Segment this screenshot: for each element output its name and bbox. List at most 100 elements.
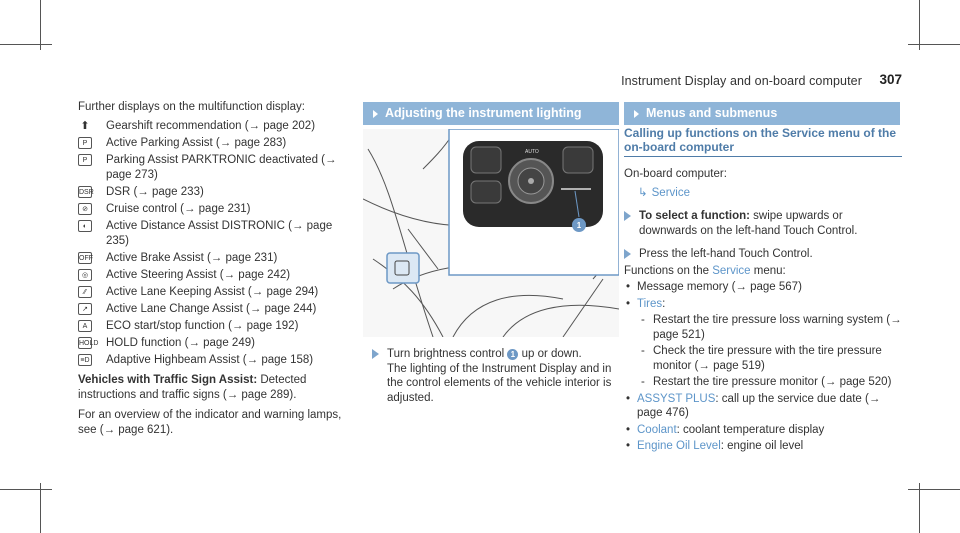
indicator-text: Active Distance Assist DISTRONIC (→ page…: [106, 220, 333, 247]
highbeam-assist-icon: ≡D: [78, 354, 92, 366]
functions-service-link: Service: [712, 264, 751, 277]
heading-marker-icon: [373, 110, 378, 118]
section-heading-menus: Menus and submenus: [624, 102, 900, 125]
indicator-text: Cruise control (→ page 231): [106, 203, 251, 215]
list-item: Tires: Restart the tire pressure loss wa…: [624, 297, 902, 390]
functions-after: menu:: [750, 264, 786, 277]
step1-text: swipe upwards or downwards on the left-h…: [639, 210, 858, 237]
onboard-computer-label: On-board computer:: [624, 168, 727, 180]
indicator-row: P Active Parking Assist (→ page 283): [78, 136, 346, 151]
crop-mark: [0, 489, 52, 490]
coolant-text: : coolant temperature display: [676, 423, 825, 436]
intro-text: Further displays on the multifunction di…: [78, 101, 305, 113]
step-text-before: Turn brightness control: [387, 348, 508, 360]
service-path-link: Service: [651, 186, 690, 199]
running-header: Instrument Display and on-board computer…: [608, 72, 902, 94]
parktronic-off-icon: P: [78, 154, 92, 166]
indicator-row: ◐ Active Distance Assist DISTRONIC (→ pag…: [78, 219, 346, 249]
step-select-function: To select a function: swipe upwards or d…: [624, 209, 902, 238]
crop-mark: [908, 44, 960, 45]
lane-change-icon: ↗: [78, 303, 92, 315]
brake-assist-icon: OFF: [78, 252, 93, 264]
column-left: Further displays on the multifunction di…: [78, 100, 346, 438]
list-item: Engine Oil Level: engine oil level: [624, 439, 902, 454]
cruise-control-icon: ⊘: [78, 203, 92, 215]
oil-level-link: Engine Oil Level: [637, 440, 721, 452]
callout-badge-icon: 1: [507, 349, 519, 360]
section-heading-lighting: Adjusting the instrument lighting: [363, 102, 619, 125]
indicator-row: HOLD HOLD function (→ page 249): [78, 336, 346, 351]
indicator-text: Active Lane Change Assist (→ page 244): [106, 303, 317, 315]
indicator-text: Adaptive Highbeam Assist (→ page 158): [106, 354, 314, 366]
step-arrow-icon: [624, 249, 631, 259]
oil-level-text: : engine oil level: [720, 440, 804, 452]
indicator-text: ECO start/stop function (→ page 192): [106, 320, 299, 332]
lighting-figure: AUTO 1: [363, 129, 619, 337]
step-arrow-icon: [372, 349, 379, 359]
crop-mark: [0, 44, 52, 45]
functions-before: Functions on the: [624, 264, 713, 277]
indicator-row: P Parking Assist PARKTRONIC deactivated (…: [78, 153, 346, 183]
indicator-text: Active Lane Keeping Assist (→ page 294): [106, 286, 319, 298]
section-heading-menus-text: Menus and submenus: [646, 106, 778, 120]
crop-mark: [40, 483, 41, 533]
tires-link: Tires: [637, 297, 663, 310]
figure-callout-number: 1: [577, 221, 582, 230]
indicator-text: DSR (→ page 233): [106, 186, 204, 198]
service-function-list: Message memory (→ page 567) Tires: Resta…: [624, 280, 902, 454]
indicator-text: Gearshift recommendation (→ page 202): [106, 120, 316, 132]
steering-assist-icon: ◎: [78, 269, 92, 281]
traffic-sign-text: Detected instructions and traffic signs …: [78, 374, 307, 401]
indicator-text: Active Parking Assist (→ page 283): [106, 137, 287, 149]
crop-mark: [919, 483, 920, 533]
column-right: Calling up functions on the Service menu…: [624, 126, 902, 454]
overview-paragraph: For an overview of the indicator and war…: [78, 409, 342, 436]
heading-marker-icon: [634, 110, 639, 118]
section-heading-lighting-text: Adjusting the instrument lighting: [385, 106, 582, 120]
figure-auto-label: AUTO: [525, 149, 539, 155]
return-arrow-icon: ↳: [638, 186, 648, 199]
interior-illustration: AUTO 1: [363, 129, 619, 337]
traffic-sign-paragraph: Vehicles with Traffic Sign Assist: Detec…: [78, 373, 346, 403]
hold-icon: HOLD: [78, 337, 98, 349]
indicator-text: Active Brake Assist (→ page 231): [106, 252, 278, 264]
dsr-icon: DSR: [78, 186, 94, 198]
gearshift-icon: ⬆: [80, 120, 90, 132]
page-number: 307: [879, 72, 902, 87]
list-item: Coolant: coolant temperature display: [624, 423, 902, 438]
assyst-link: ASSYST PLUS: [637, 392, 716, 405]
step-text-after: up or down.: [518, 348, 582, 360]
sub-list-item: Check the tire pressure with the tire pr…: [637, 344, 902, 373]
active-parking-assist-icon: P: [78, 137, 92, 149]
step-press-touch-control: Press the left-hand Touch Control.: [624, 247, 902, 262]
indicator-text: Active Steering Assist (→ page 242): [106, 269, 291, 281]
lighting-instructions: Turn brightness control 1 up or down. Th…: [372, 347, 620, 405]
step2-text: Press the left-hand Touch Control.: [639, 248, 813, 260]
lane-keeping-icon: ⁄⁄: [78, 286, 92, 298]
list-item: Message memory (→ page 567): [624, 280, 902, 295]
indicator-text: Parking Assist PARKTRONIC deactivated (→…: [106, 154, 337, 181]
indicator-row: DSR DSR (→ page 233): [78, 185, 346, 200]
step1-label: To select a function:: [639, 210, 750, 222]
sub-list-item: Restart the tire pressure monitor (→ pag…: [637, 375, 902, 390]
step-arrow-icon: [624, 211, 631, 221]
indicator-row: OFF Active Brake Assist (→ page 231): [78, 251, 346, 266]
sub-list-item: Restart the tire pressure loss warning s…: [637, 313, 902, 342]
crop-mark: [40, 0, 41, 50]
distronic-icon: ◐: [78, 220, 92, 232]
indicator-list: ⬆ Gearshift recommendation (→ page 202) P A…: [78, 119, 346, 368]
indicator-row: ≡D Adaptive Highbeam Assist (→ page 158): [78, 353, 346, 368]
assyst-text: : call up the service due date (→ page 4…: [637, 392, 881, 420]
header-title: Instrument Display and on-board computer: [621, 74, 862, 88]
indicator-text: HOLD function (→ page 249): [106, 337, 255, 349]
traffic-sign-label: Vehicles with Traffic Sign Assist:: [78, 374, 258, 386]
indicator-row: ◎ Active Steering Assist (→ page 242): [78, 268, 346, 283]
crop-mark: [919, 0, 920, 50]
indicator-row: ⁄⁄ Active Lane Keeping Assist (→ page 294…: [78, 285, 346, 300]
step-result: The lighting of the Instrument Display a…: [387, 362, 612, 404]
indicator-row: ↗ Active Lane Change Assist (→ page 244): [78, 302, 346, 317]
functions-intro: Functions on the Service menu:: [624, 264, 902, 279]
indicator-row: ⬆ Gearshift recommendation (→ page 202): [78, 119, 346, 134]
indicator-row: ⊘ Cruise control (→ page 231): [78, 202, 346, 217]
service-subheading: Calling up functions on the Service menu…: [624, 126, 902, 157]
